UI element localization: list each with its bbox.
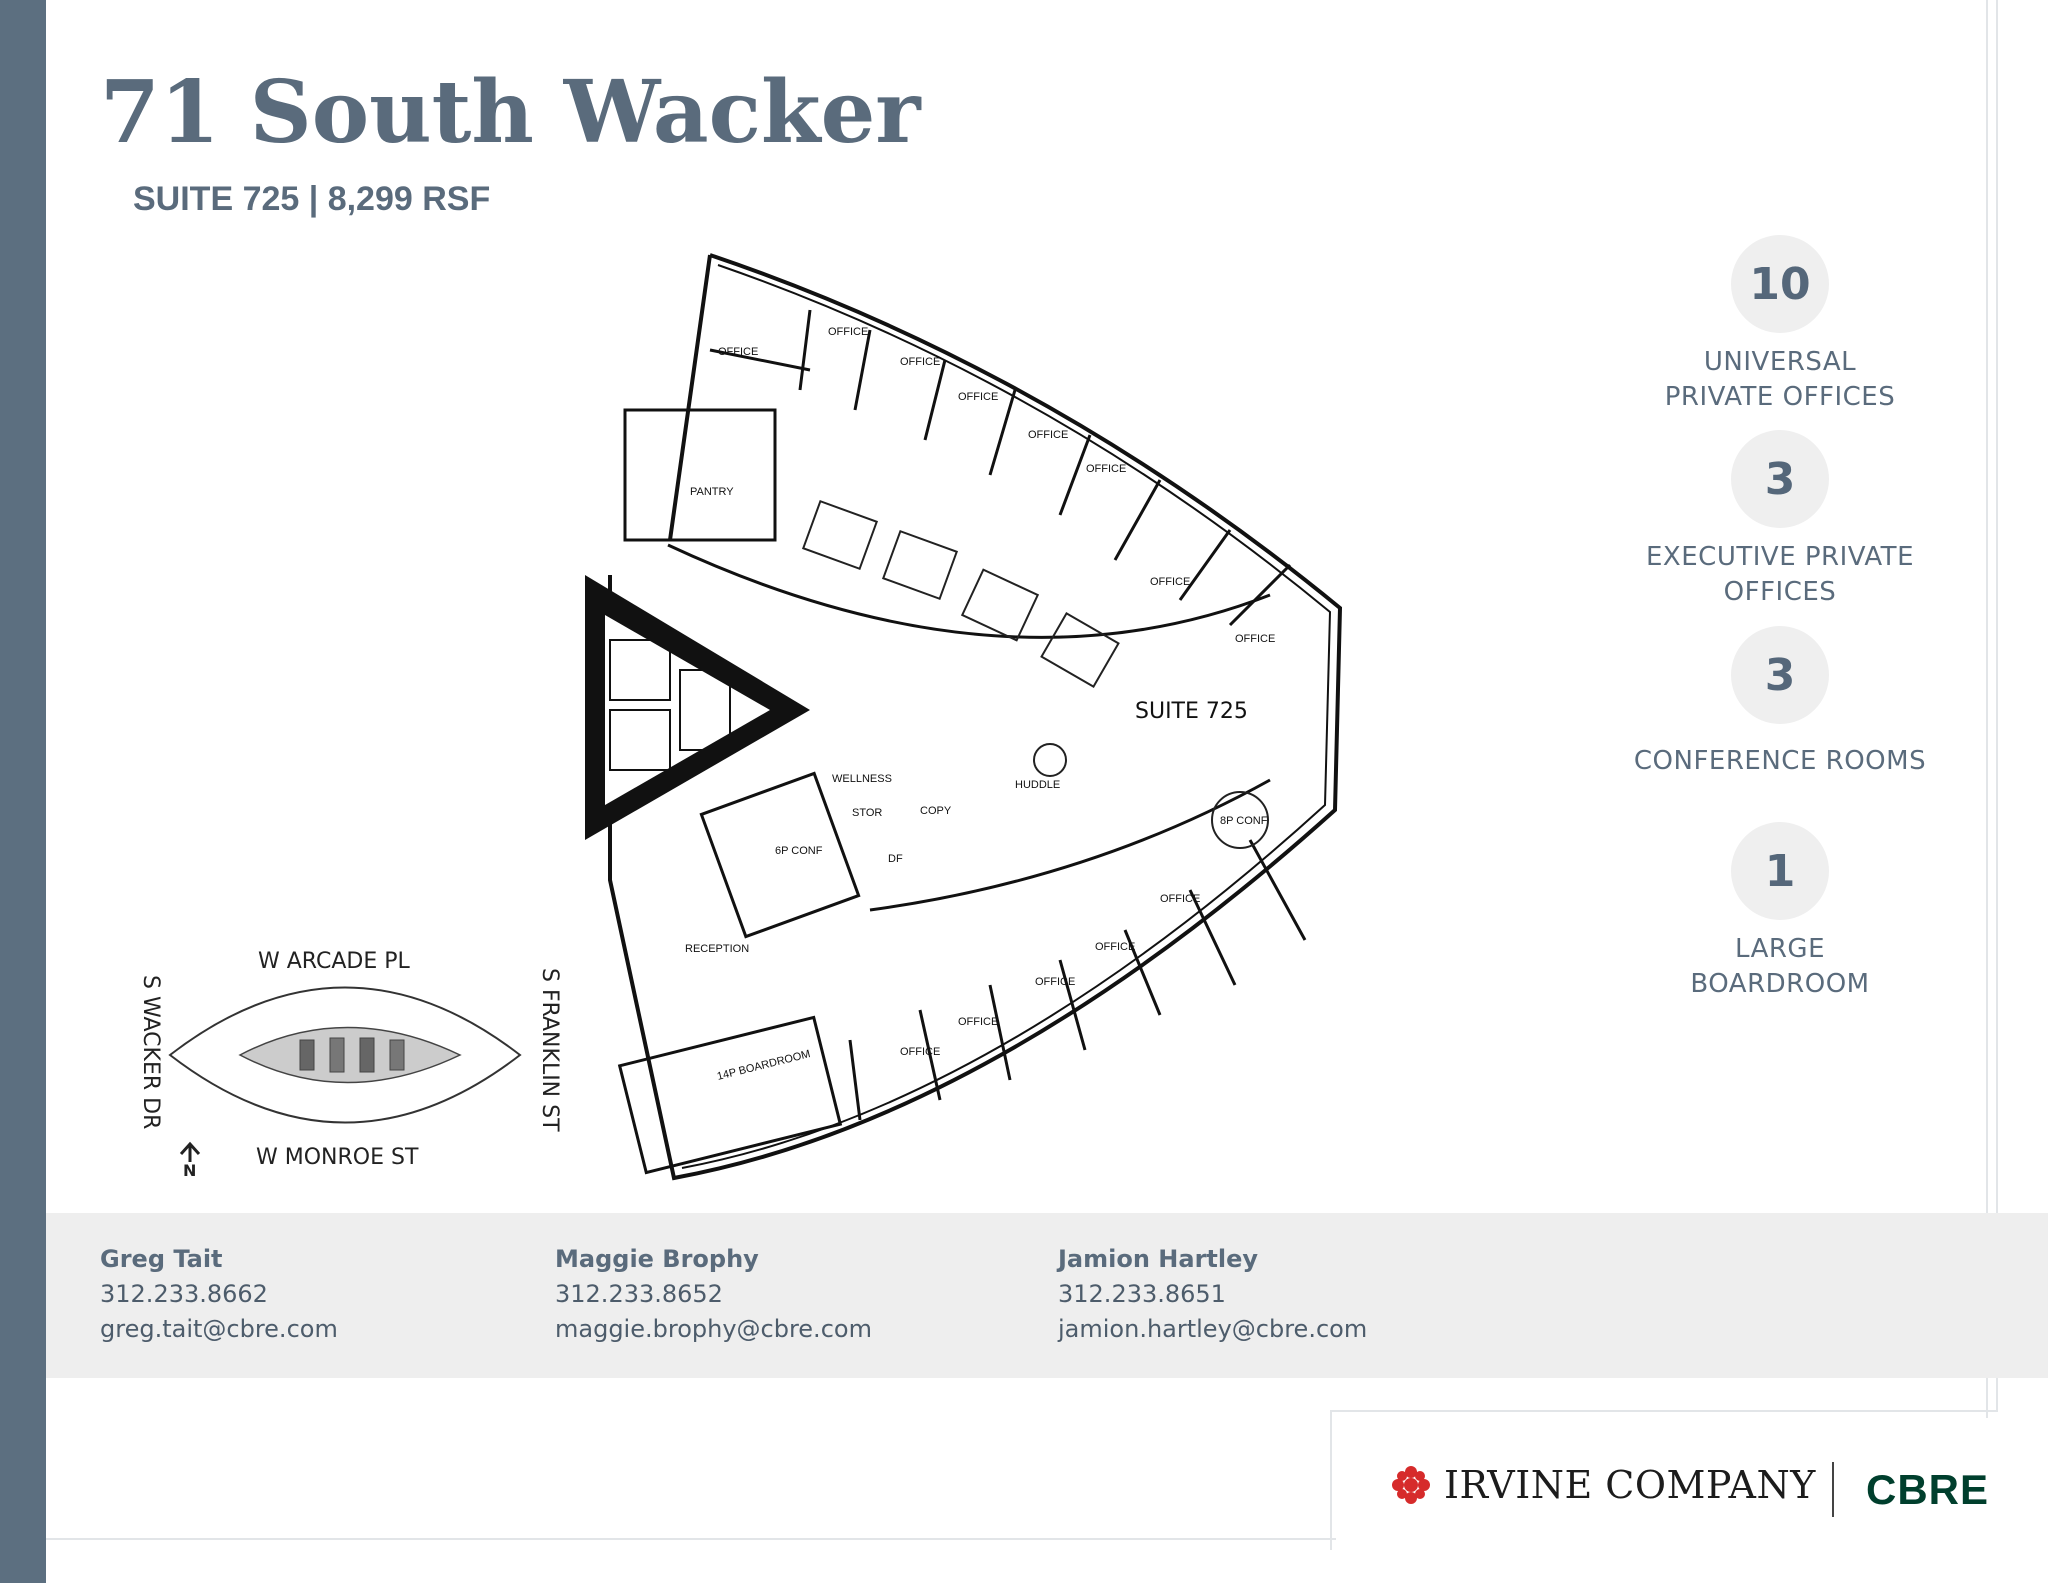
frame-line-bottom-2	[1330, 1410, 1998, 1412]
plan-label-wellness: WELLNESS	[832, 773, 892, 785]
contact-greg-tait: Greg Tait 312.233.8662 greg.tait@cbre.co…	[100, 1242, 338, 1347]
stat-label: CONFERENCE ROOMS	[1590, 744, 1970, 779]
plan-label-office: OFFICE	[718, 346, 758, 358]
stat-label-line2: BOARDROOM	[1690, 969, 1870, 999]
frame-line-bottom	[46, 1538, 1336, 1540]
plan-label-reception: RECEPTION	[685, 943, 749, 955]
logo-divider	[1832, 1462, 1834, 1517]
stat-boardroom: 1 LARGE BOARDROOM	[1590, 822, 1970, 1002]
plan-label-office: OFFICE	[958, 391, 998, 403]
key-map-east-street: S FRANKLIN ST	[537, 968, 562, 1132]
contact-phone[interactable]: 312.233.8651	[1058, 1280, 1226, 1308]
contact-email[interactable]: jamion.hartley@cbre.com	[1058, 1315, 1368, 1343]
frame-line-vert	[1330, 1410, 1332, 1550]
contact-phone[interactable]: 312.233.8662	[100, 1280, 268, 1308]
stat-label-line1: UNIVERSAL	[1703, 347, 1857, 377]
plan-label-df: DF	[888, 853, 903, 865]
stat-conference-rooms: 3 CONFERENCE ROOMS	[1590, 626, 1970, 779]
key-map-west-street: S WACKER DR	[138, 975, 163, 1129]
stat-label-line1: EXECUTIVE PRIVATE	[1646, 542, 1914, 572]
frame-line-right-outer	[1996, 0, 1998, 1410]
contact-email[interactable]: greg.tait@cbre.com	[100, 1315, 338, 1343]
key-map-south-street: W MONROE ST	[256, 1145, 419, 1170]
stat-label: LARGE BOARDROOM	[1590, 932, 1970, 1002]
frame-line-right	[1986, 0, 1988, 1418]
stat-label-line1: LARGE	[1734, 934, 1825, 964]
contact-jamion-hartley: Jamion Hartley 312.233.8651 jamion.hartl…	[1058, 1242, 1367, 1347]
plan-label-office: OFFICE	[828, 326, 868, 338]
suite-subtitle: SUITE 725 | 8,299 RSF	[133, 180, 491, 218]
plan-outer-wall-inner	[681, 264, 1332, 1169]
contact-maggie-brophy: Maggie Brophy 312.233.8652 maggie.brophy…	[555, 1242, 872, 1347]
stat-label: UNIVERSAL PRIVATE OFFICES	[1590, 345, 1970, 415]
irvine-flower-icon	[1392, 1466, 1430, 1504]
plan-6p-conf	[699, 771, 861, 939]
plan-label-office: OFFICE	[900, 356, 940, 368]
stat-executive-offices: 3 EXECUTIVE PRIVATE OFFICES	[1590, 430, 1970, 610]
plan-label-6p-conf: 6P CONF	[775, 845, 823, 857]
plan-label-office: OFFICE	[1086, 463, 1126, 475]
stat-number: 3	[1731, 626, 1829, 724]
stat-number: 10	[1731, 235, 1829, 333]
key-map-north-street: W ARCADE PL	[258, 949, 410, 974]
plan-label-pantry: PANTRY	[690, 486, 734, 498]
building-key-map: W ARCADE PL W MONROE ST S WACKER DR S FR…	[138, 949, 562, 1180]
plan-label-office: OFFICE	[1150, 576, 1190, 588]
contact-name: Jamion Hartley	[1058, 1245, 1259, 1273]
plan-pantry	[623, 408, 777, 542]
stat-universal-offices: 10 UNIVERSAL PRIVATE OFFICES	[1590, 235, 1970, 415]
key-map-north-label: N	[183, 1161, 196, 1180]
plan-label-huddle: HUDDLE	[1015, 779, 1060, 791]
plan-label-office: OFFICE	[1160, 893, 1200, 905]
contact-email[interactable]: maggie.brophy@cbre.com	[555, 1315, 872, 1343]
stat-label-line2: PRIVATE OFFICES	[1664, 382, 1896, 412]
key-map-building-outline	[168, 986, 522, 1124]
contact-phone[interactable]: 312.233.8652	[555, 1280, 723, 1308]
page-title: 71 South Wacker	[100, 62, 921, 163]
stat-number: 1	[1731, 822, 1829, 920]
plan-label-office: OFFICE	[900, 1046, 940, 1058]
contact-name: Maggie Brophy	[555, 1245, 759, 1273]
plan-label-office: OFFICE	[1028, 429, 1068, 441]
contact-name: Greg Tait	[100, 1245, 223, 1273]
irvine-company-logo: IRVINE COMPANY	[1392, 1463, 1816, 1507]
plan-label-office: OFFICE	[958, 1016, 998, 1028]
contact-band	[46, 1213, 2048, 1378]
cbre-logo: CBRE	[1866, 1466, 1990, 1513]
key-map-core	[238, 1026, 462, 1084]
plan-label-8p-conf: 8P CONF	[1220, 815, 1268, 827]
plan-label-office: OFFICE	[1235, 633, 1275, 645]
irvine-wordmark: IRVINE COMPANY	[1444, 1463, 1816, 1507]
plan-outer-wall	[608, 253, 1343, 1181]
north-arrow-icon	[179, 1141, 201, 1162]
plan-boardroom	[617, 1015, 843, 1175]
stat-number: 3	[1731, 430, 1829, 528]
plan-corridor-bottom	[869, 778, 1271, 912]
stat-label: EXECUTIVE PRIVATE OFFICES	[1590, 540, 1970, 610]
plan-label-office: OFFICE	[1035, 976, 1075, 988]
plan-label-office: OFFICE	[1095, 941, 1135, 953]
plan-label-boardroom: 14P BOARDROOM	[716, 1048, 812, 1083]
left-accent-bar	[0, 0, 46, 1583]
plan-suite-label: SUITE 725	[1135, 699, 1248, 724]
plan-label-stor: STOR	[852, 807, 882, 819]
stat-label-line2: OFFICES	[1723, 577, 1837, 607]
stat-label-line1: CONFERENCE ROOMS	[1633, 746, 1927, 776]
plan-label-copy: COPY	[920, 805, 952, 817]
floor-plan: OFFICE OFFICE OFFICE OFFICE OFFICE OFFIC…	[585, 253, 1343, 1181]
plan-corridor-top	[667, 543, 1271, 639]
